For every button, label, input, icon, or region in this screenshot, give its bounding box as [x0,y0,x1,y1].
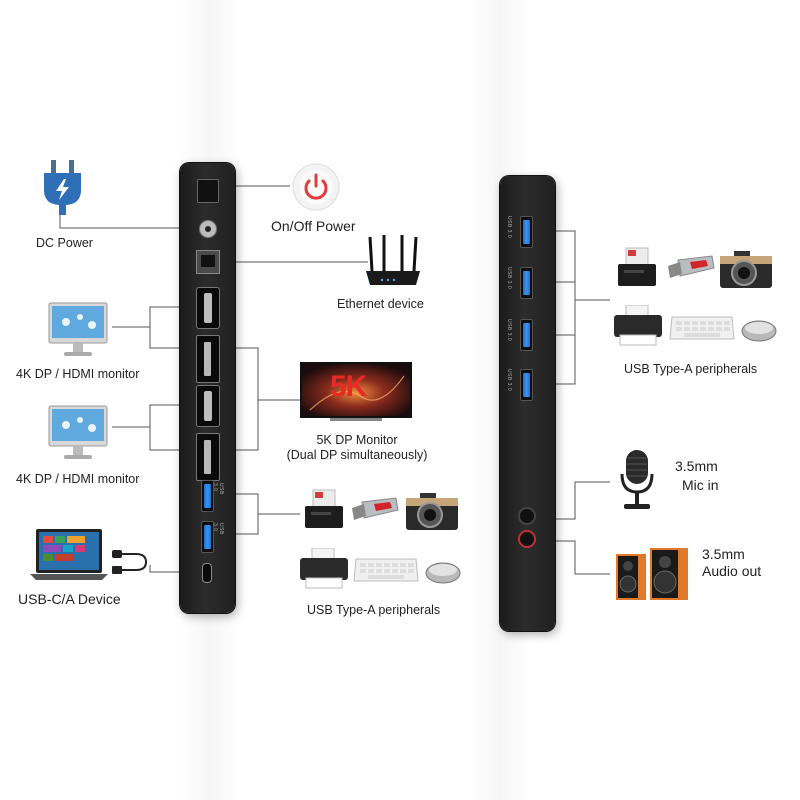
tv-5k-icon: 5K [300,362,412,424]
mouse-icon [425,562,461,584]
keyboard-icon [353,558,419,582]
usb-a-port-back-3[interactable] [520,319,533,351]
audio-out-label: Audio out [702,563,762,579]
speakers-icon [616,548,688,600]
usb-a-port-2[interactable] [201,521,214,553]
port-label: USB 3.0 [506,216,512,239]
usb-stick-icon [352,497,399,520]
monitor-5k-title: 5K DP Monitor [316,433,398,447]
audio-size-label: 3.5mm [702,546,745,562]
hdd-dock-icon [305,489,343,528]
printer-icon [614,305,662,346]
ethernet-port[interactable] [196,250,220,274]
port-label: USB 3.0 [212,483,224,495]
hdd-dock-icon [618,247,656,286]
ethernet-device-label: Ethernet device [337,297,424,311]
usb-c-device-label: USB-C/A Device [18,591,121,607]
router-icon [366,235,420,285]
hdmi-port-1[interactable] [196,287,220,329]
monitor-5k-badge: 5K [330,370,367,403]
port-label: USB 3.0 [506,319,512,342]
displayport-1[interactable] [196,335,220,383]
laptop-icon [30,529,108,580]
on-off-power-label: On/Off Power [271,218,356,234]
usb-a-port-back-4[interactable] [520,369,533,401]
port-label: USB 3.0 [212,523,224,535]
mic-size-label: 3.5mm [675,458,718,474]
hdmi-port-2[interactable] [196,385,220,427]
plug-icon [44,160,81,215]
camera-icon [406,493,458,530]
mouse-icon [741,320,777,342]
printer-icon [300,548,348,589]
camera-icon [720,251,772,288]
port-label: USB 3.0 [506,267,512,290]
usb-a-peripherals-label-left: USB Type-A peripherals [307,603,441,617]
usb-a-port-back-2[interactable] [520,267,533,299]
monitor-5k-subtitle: (Dual DP simultaneously) [286,448,428,462]
power-button-icon [292,163,340,211]
monitor-icon [48,405,108,459]
audio-out-jack[interactable] [518,530,536,548]
mic-in-jack[interactable] [518,507,536,525]
port-label: USB 3.0 [506,369,512,392]
dc-power-jack[interactable] [199,220,217,238]
dc-power-label: DC Power [36,236,93,250]
monitor-1-label: 4K DP / HDMI monitor [16,367,140,381]
keyboard-icon [669,316,735,340]
monitor-2-label: 4K DP / HDMI monitor [16,472,140,486]
usb-c-port[interactable] [202,563,212,583]
usb-a-peripherals-label-right: USB Type-A peripherals [624,362,758,376]
monitor-icon [48,302,108,356]
power-switch[interactable] [197,179,219,203]
dock-back-panel: USB 3.0 USB 3.0 USB 3.0 USB 3.0 [500,176,555,631]
usb-a-port-1[interactable] [201,480,214,512]
usb-stick-icon [668,255,715,278]
displayport-2[interactable] [196,433,220,481]
mic-in-label: Mic in [682,477,719,493]
usb-a-port-back-1[interactable] [520,216,533,248]
dock-front-panel: USB 3.0 USB 3.0 [180,163,235,613]
microphone-icon [620,450,654,509]
cable-icon [112,550,148,574]
